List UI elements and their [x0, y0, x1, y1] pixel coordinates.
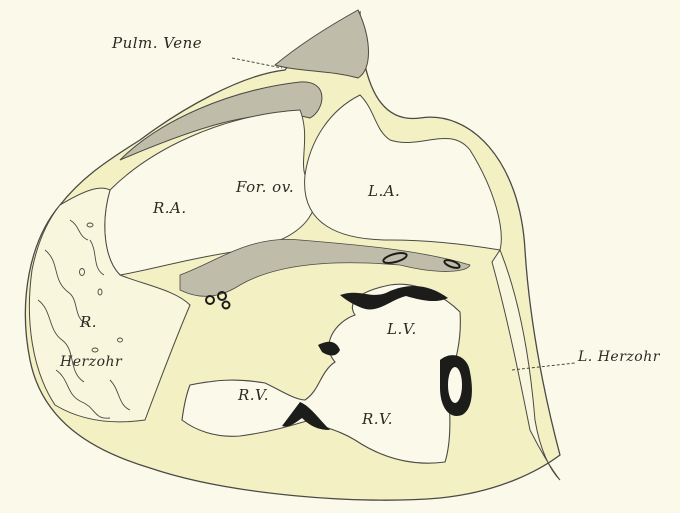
label-pulm-vene: Pulm. Vene [112, 34, 202, 52]
pulm-vene-leader [232, 58, 282, 68]
label-la: L.A. [368, 182, 400, 200]
pulm-vein-stippled [275, 10, 369, 78]
label-l-herzohr: L. Herzohr [578, 349, 660, 365]
label-for-ov: For. ov. [236, 178, 294, 196]
lv-wall-ring-lumen [448, 367, 462, 403]
label-r: R. [80, 313, 97, 331]
label-lv: L.V. [387, 320, 417, 338]
label-rv-left: R.V. [238, 386, 269, 404]
label-herzohr: Herzohr [60, 354, 122, 370]
label-rv-right: R.V. [362, 410, 393, 428]
label-ra: R.A. [153, 199, 187, 217]
